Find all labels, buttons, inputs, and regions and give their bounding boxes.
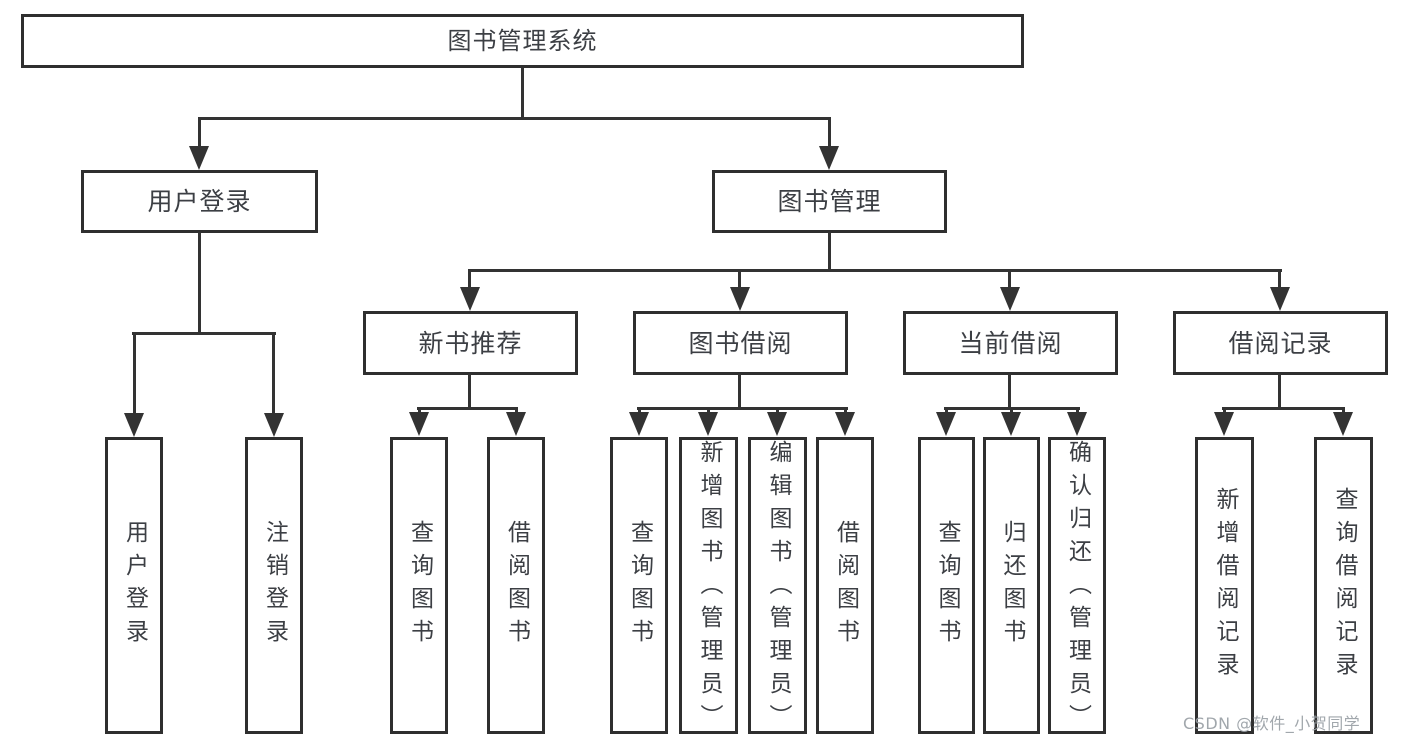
node-label: 用户登录 — [121, 519, 148, 652]
leaf-add-borrow-record: 新增借阅记录 — [1195, 437, 1254, 734]
node-label: 查询图书 — [406, 519, 433, 652]
connector-line — [1278, 374, 1281, 409]
connector-line — [417, 407, 518, 410]
node-label: 图书管理 — [777, 187, 882, 216]
connector-line — [468, 269, 471, 289]
node-label: 归还图书 — [999, 519, 1025, 652]
connector-line — [828, 117, 831, 149]
arrow-down-icon — [189, 146, 209, 170]
connector-line — [1278, 269, 1281, 289]
arrow-down-icon — [460, 287, 480, 311]
connector-line — [133, 332, 136, 417]
leaf-query-books: 查询图书 — [610, 437, 668, 734]
arrow-down-icon — [1333, 412, 1353, 436]
connector-line — [132, 332, 276, 335]
arrow-down-icon — [409, 412, 429, 436]
node-label: 图书管理系统 — [447, 27, 598, 55]
node-borrowing-records: 借阅记录 — [1173, 311, 1388, 375]
arrow-down-icon — [629, 412, 649, 436]
connector-line — [468, 269, 1282, 272]
leaf-add-books-admin: 新增图书（管理员） — [679, 437, 738, 737]
arrow-down-icon — [1001, 412, 1021, 436]
arrow-down-icon — [1067, 412, 1087, 436]
connector-line — [637, 407, 848, 410]
arrow-down-icon — [819, 146, 839, 170]
leaf-user-login: 用户登录 — [105, 437, 163, 734]
arrow-down-icon — [936, 412, 956, 436]
node-label: 图书借阅 — [688, 328, 793, 358]
arrow-down-icon — [730, 287, 750, 311]
node-user-login-branch: 用户登录 — [81, 170, 318, 233]
arrow-down-icon — [1270, 287, 1290, 311]
leaf-confirm-return-admin: 确认归还（管理员） — [1048, 437, 1106, 737]
leaf-query-books: 查询图书 — [390, 437, 448, 734]
node-label: 新书推荐 — [418, 328, 523, 358]
connector-line — [198, 117, 201, 149]
connector-line — [198, 232, 201, 334]
arrow-down-icon — [835, 412, 855, 436]
node-label: 查询借阅记录 — [1331, 486, 1357, 685]
leaf-logout: 注销登录 — [245, 437, 303, 734]
arrow-down-icon — [1000, 287, 1020, 311]
leaf-query-borrow-record: 查询借阅记录 — [1314, 437, 1373, 734]
arrow-down-icon — [506, 412, 526, 436]
node-label: 注销登录 — [261, 519, 288, 652]
node-new-book-recommend: 新书推荐 — [363, 311, 578, 375]
node-book-management: 图书管理 — [712, 170, 947, 233]
connector-line — [521, 68, 524, 118]
node-label: 新增图书（管理员） — [696, 440, 722, 737]
connector-line — [272, 332, 275, 417]
node-label: 新增借阅记录 — [1212, 486, 1238, 685]
connector-line — [468, 374, 471, 409]
node-label: 用户登录 — [147, 187, 252, 216]
arrow-down-icon — [264, 413, 284, 437]
arrow-down-icon — [767, 412, 787, 436]
connector-line — [1008, 374, 1011, 409]
leaf-edit-books-admin: 编辑图书（管理员） — [748, 437, 807, 737]
arrow-down-icon — [1214, 412, 1234, 436]
connector-line — [1008, 269, 1011, 289]
node-label: 借阅图书 — [503, 519, 530, 652]
leaf-return-books: 归还图书 — [983, 437, 1040, 734]
node-label: 查询图书 — [626, 519, 653, 652]
leaf-borrow-books: 借阅图书 — [487, 437, 545, 734]
leaf-query-books: 查询图书 — [918, 437, 975, 734]
node-label: 借阅图书 — [832, 519, 859, 652]
arrow-down-icon — [124, 413, 144, 437]
connector-line — [1222, 407, 1345, 410]
node-label: 当前借阅 — [958, 328, 1063, 358]
leaf-borrow-books: 借阅图书 — [816, 437, 874, 734]
csdn-watermark: CSDN @软件_小贺同学 — [1183, 714, 1361, 733]
node-label: 确认归还（管理员） — [1064, 440, 1091, 737]
node-label: 借阅记录 — [1228, 328, 1333, 358]
node-current-borrowing: 当前借阅 — [903, 311, 1118, 375]
arrow-down-icon — [698, 412, 718, 436]
node-book-borrowing: 图书借阅 — [633, 311, 848, 375]
node-label: 编辑图书（管理员） — [765, 440, 791, 737]
node-label: 查询图书 — [934, 519, 960, 652]
node-library-management-system: 图书管理系统 — [21, 14, 1024, 68]
connector-line — [738, 269, 741, 289]
connector-line — [198, 117, 831, 120]
connector-line — [738, 374, 741, 409]
connector-line — [828, 232, 831, 272]
